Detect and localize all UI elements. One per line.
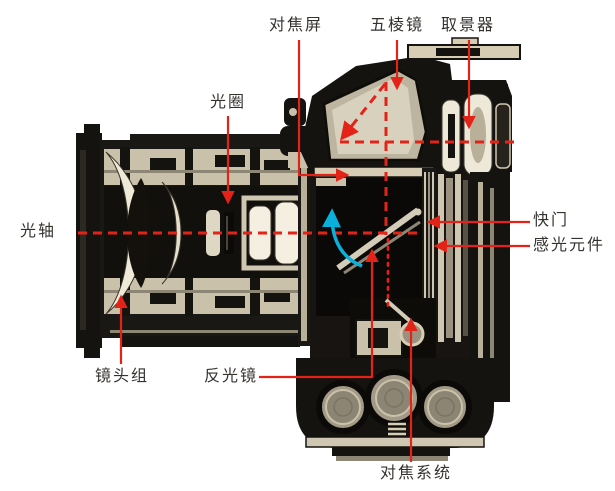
label-optical-axis: 光轴 [20, 223, 57, 240]
label-focusing-system: 对焦系统 [379, 465, 453, 482]
label-image-sensor: 感光元件 [533, 237, 606, 254]
camera-body [280, 37, 521, 461]
label-lens-group: 镜头组 [94, 368, 150, 385]
label-focusing-screen: 对焦屏 [268, 17, 324, 34]
annotation-overlay [78, 40, 530, 462]
focusing-screen-pointer [297, 40, 350, 182]
lens-hood [76, 124, 102, 358]
eyepiece [495, 103, 511, 169]
label-viewfinder: 取景器 [440, 17, 496, 34]
mid-element [161, 181, 182, 285]
label-aperture: 光圈 [209, 94, 247, 111]
label-reflex-mirror: 反光镜 [203, 368, 259, 385]
label-shutter: 快门 [533, 212, 570, 229]
lens-assembly [76, 124, 320, 358]
af-module [350, 298, 436, 362]
battery-right [418, 380, 472, 434]
hot-shoe [407, 37, 521, 60]
mirror-flip-arrow [322, 208, 363, 268]
spring-contact [388, 422, 406, 441]
label-pentaprism: 五棱镜 [369, 17, 425, 34]
base-plate [305, 436, 485, 448]
reflex-mirror-pointer [259, 248, 379, 379]
viewfinder-optics [436, 84, 511, 177]
battery-middle [365, 369, 423, 427]
battery-grip [296, 358, 494, 461]
battery-left [316, 380, 370, 434]
prism-diagonal-path [340, 83, 387, 141]
sensor-assembly [438, 174, 468, 342]
